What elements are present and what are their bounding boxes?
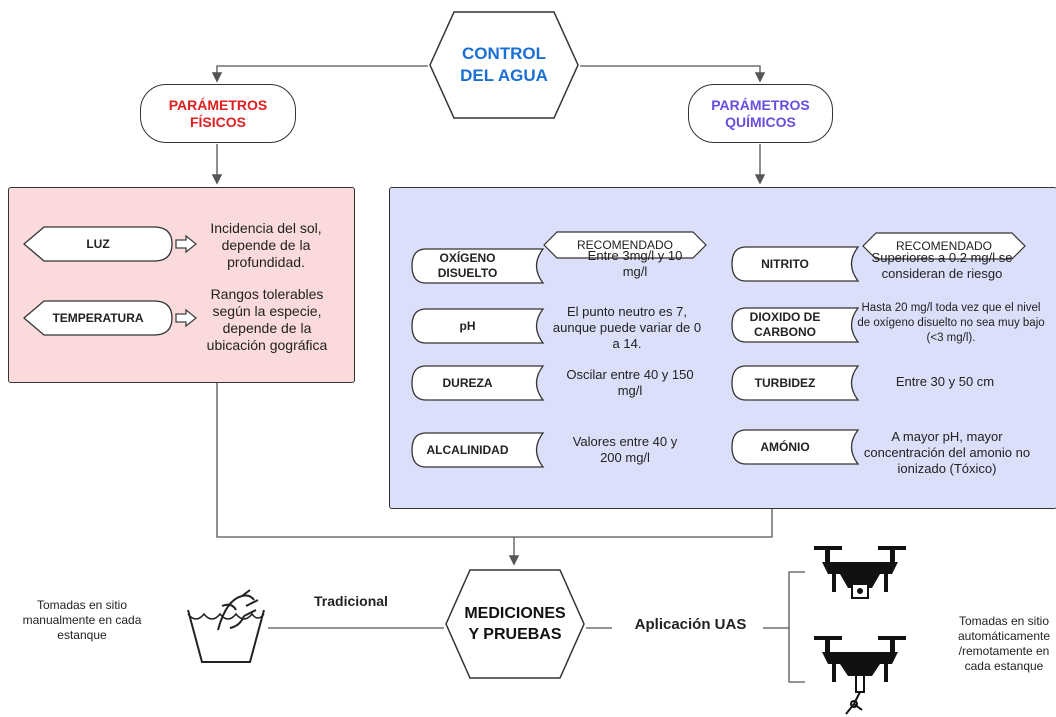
luz-desc: Incidencia del sol, depende de la profun… <box>210 220 322 270</box>
parametros-quimicos-heading: PARÁMETROS QUÍMICOS <box>688 84 833 143</box>
drone-icon <box>814 546 906 599</box>
ph-label: pH <box>459 318 476 333</box>
alcalinidad-label: ALCALINIDAD <box>426 442 509 457</box>
hand-wash-icon <box>187 589 265 663</box>
auto-text: Tomadas en sitio automáticamente /remota… <box>957 614 1051 673</box>
dioxido-desc: Hasta 20 mg/l toda vez que el nivel de o… <box>857 302 1045 344</box>
tag-temperatura: TEMPERATURA <box>22 299 174 337</box>
quimicos-heading-text: PARÁMETROS QUÍMICOS <box>711 96 810 130</box>
tag-dureza: DUREZA <box>410 364 545 402</box>
dioxido-label: DIOXIDO DE CARBONO <box>749 310 821 339</box>
tag-dioxido-de-carbono: DIOXIDO DE CARBONO <box>730 306 860 344</box>
temperatura-desc: Rangos tolerables según la especie, depe… <box>206 286 328 353</box>
tag-amonio: AMÓNIO <box>730 428 860 466</box>
ph-desc: El punto neutro es 7, aunque puede varia… <box>552 304 702 351</box>
dureza-label: DUREZA <box>442 375 493 390</box>
nitrito-desc: Superiores a 0.2 mg/l se consideran de r… <box>871 250 1013 281</box>
alcalinidad-desc: Valores entre 40 y 200 mg/l <box>572 434 678 465</box>
tradicional-label: Tradicional <box>314 593 388 609</box>
arrow-right-icon <box>175 308 198 328</box>
tag-nitrito: NITRITO <box>730 245 860 283</box>
dureza-desc: Oscilar entre 40 y 150 mg/l <box>566 367 694 398</box>
arrow-right-icon <box>175 234 198 254</box>
amonio-desc: A mayor pH, mayor concentración del amon… <box>863 429 1031 476</box>
fisicos-heading-text: PARÁMETROS FÍSICOS <box>168 96 268 130</box>
turbidez-label: TURBIDEZ <box>754 375 816 390</box>
oxigeno-label: OXÍGENO DISUELTO <box>437 251 498 280</box>
tag-oxigeno-disuelto: OXÍGENO DISUELTO <box>410 247 545 285</box>
recomendado-right-text: RECOMENDADO <box>895 239 992 253</box>
recomendado-left: RECOMENDADO <box>543 231 707 259</box>
amonio-label: AMÓNIO <box>760 439 810 454</box>
manual-text: Tomadas en sitio manualmente en cada est… <box>22 598 142 642</box>
tag-ph: pH <box>410 307 545 345</box>
tag-turbidez: TURBIDEZ <box>730 364 860 402</box>
recomendado-left-text: RECOMENDADO <box>576 238 673 252</box>
control-del-agua-hexagon: CONTROL DEL AGUA <box>428 10 580 120</box>
tag-luz-label: LUZ <box>86 236 110 251</box>
parametros-fisicos-heading: PARÁMETROS FÍSICOS <box>140 84 296 143</box>
title-text: CONTROL DEL AGUA <box>460 44 548 85</box>
nitrito-label: NITRITO <box>761 256 809 271</box>
turbidez-desc: Entre 30 y 50 cm <box>895 374 995 389</box>
recomendado-right: RECOMENDADO <box>862 232 1026 260</box>
oxigeno-desc: Entre 3mg/l y 10 mg/l <box>587 248 683 279</box>
uas-label: Aplicación UAS <box>634 616 747 633</box>
mediciones-hexagon: MEDICIONES Y PRUEBAS <box>444 568 586 680</box>
tag-temperatura-label: TEMPERATURA <box>52 310 144 325</box>
fisicos-panel <box>8 187 355 383</box>
tag-alcalinidad: ALCALINIDAD <box>410 431 545 469</box>
tag-luz: LUZ <box>22 225 174 263</box>
mediciones-text: MEDICIONES Y PRUEBAS <box>464 605 566 643</box>
drone-sampler-icon <box>814 636 906 715</box>
